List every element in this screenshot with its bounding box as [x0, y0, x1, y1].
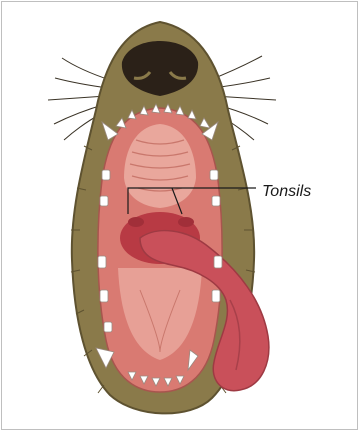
tonsil-left: [128, 217, 144, 227]
tonsil-right: [178, 217, 194, 227]
tonsils-label: Tonsils: [262, 183, 311, 201]
